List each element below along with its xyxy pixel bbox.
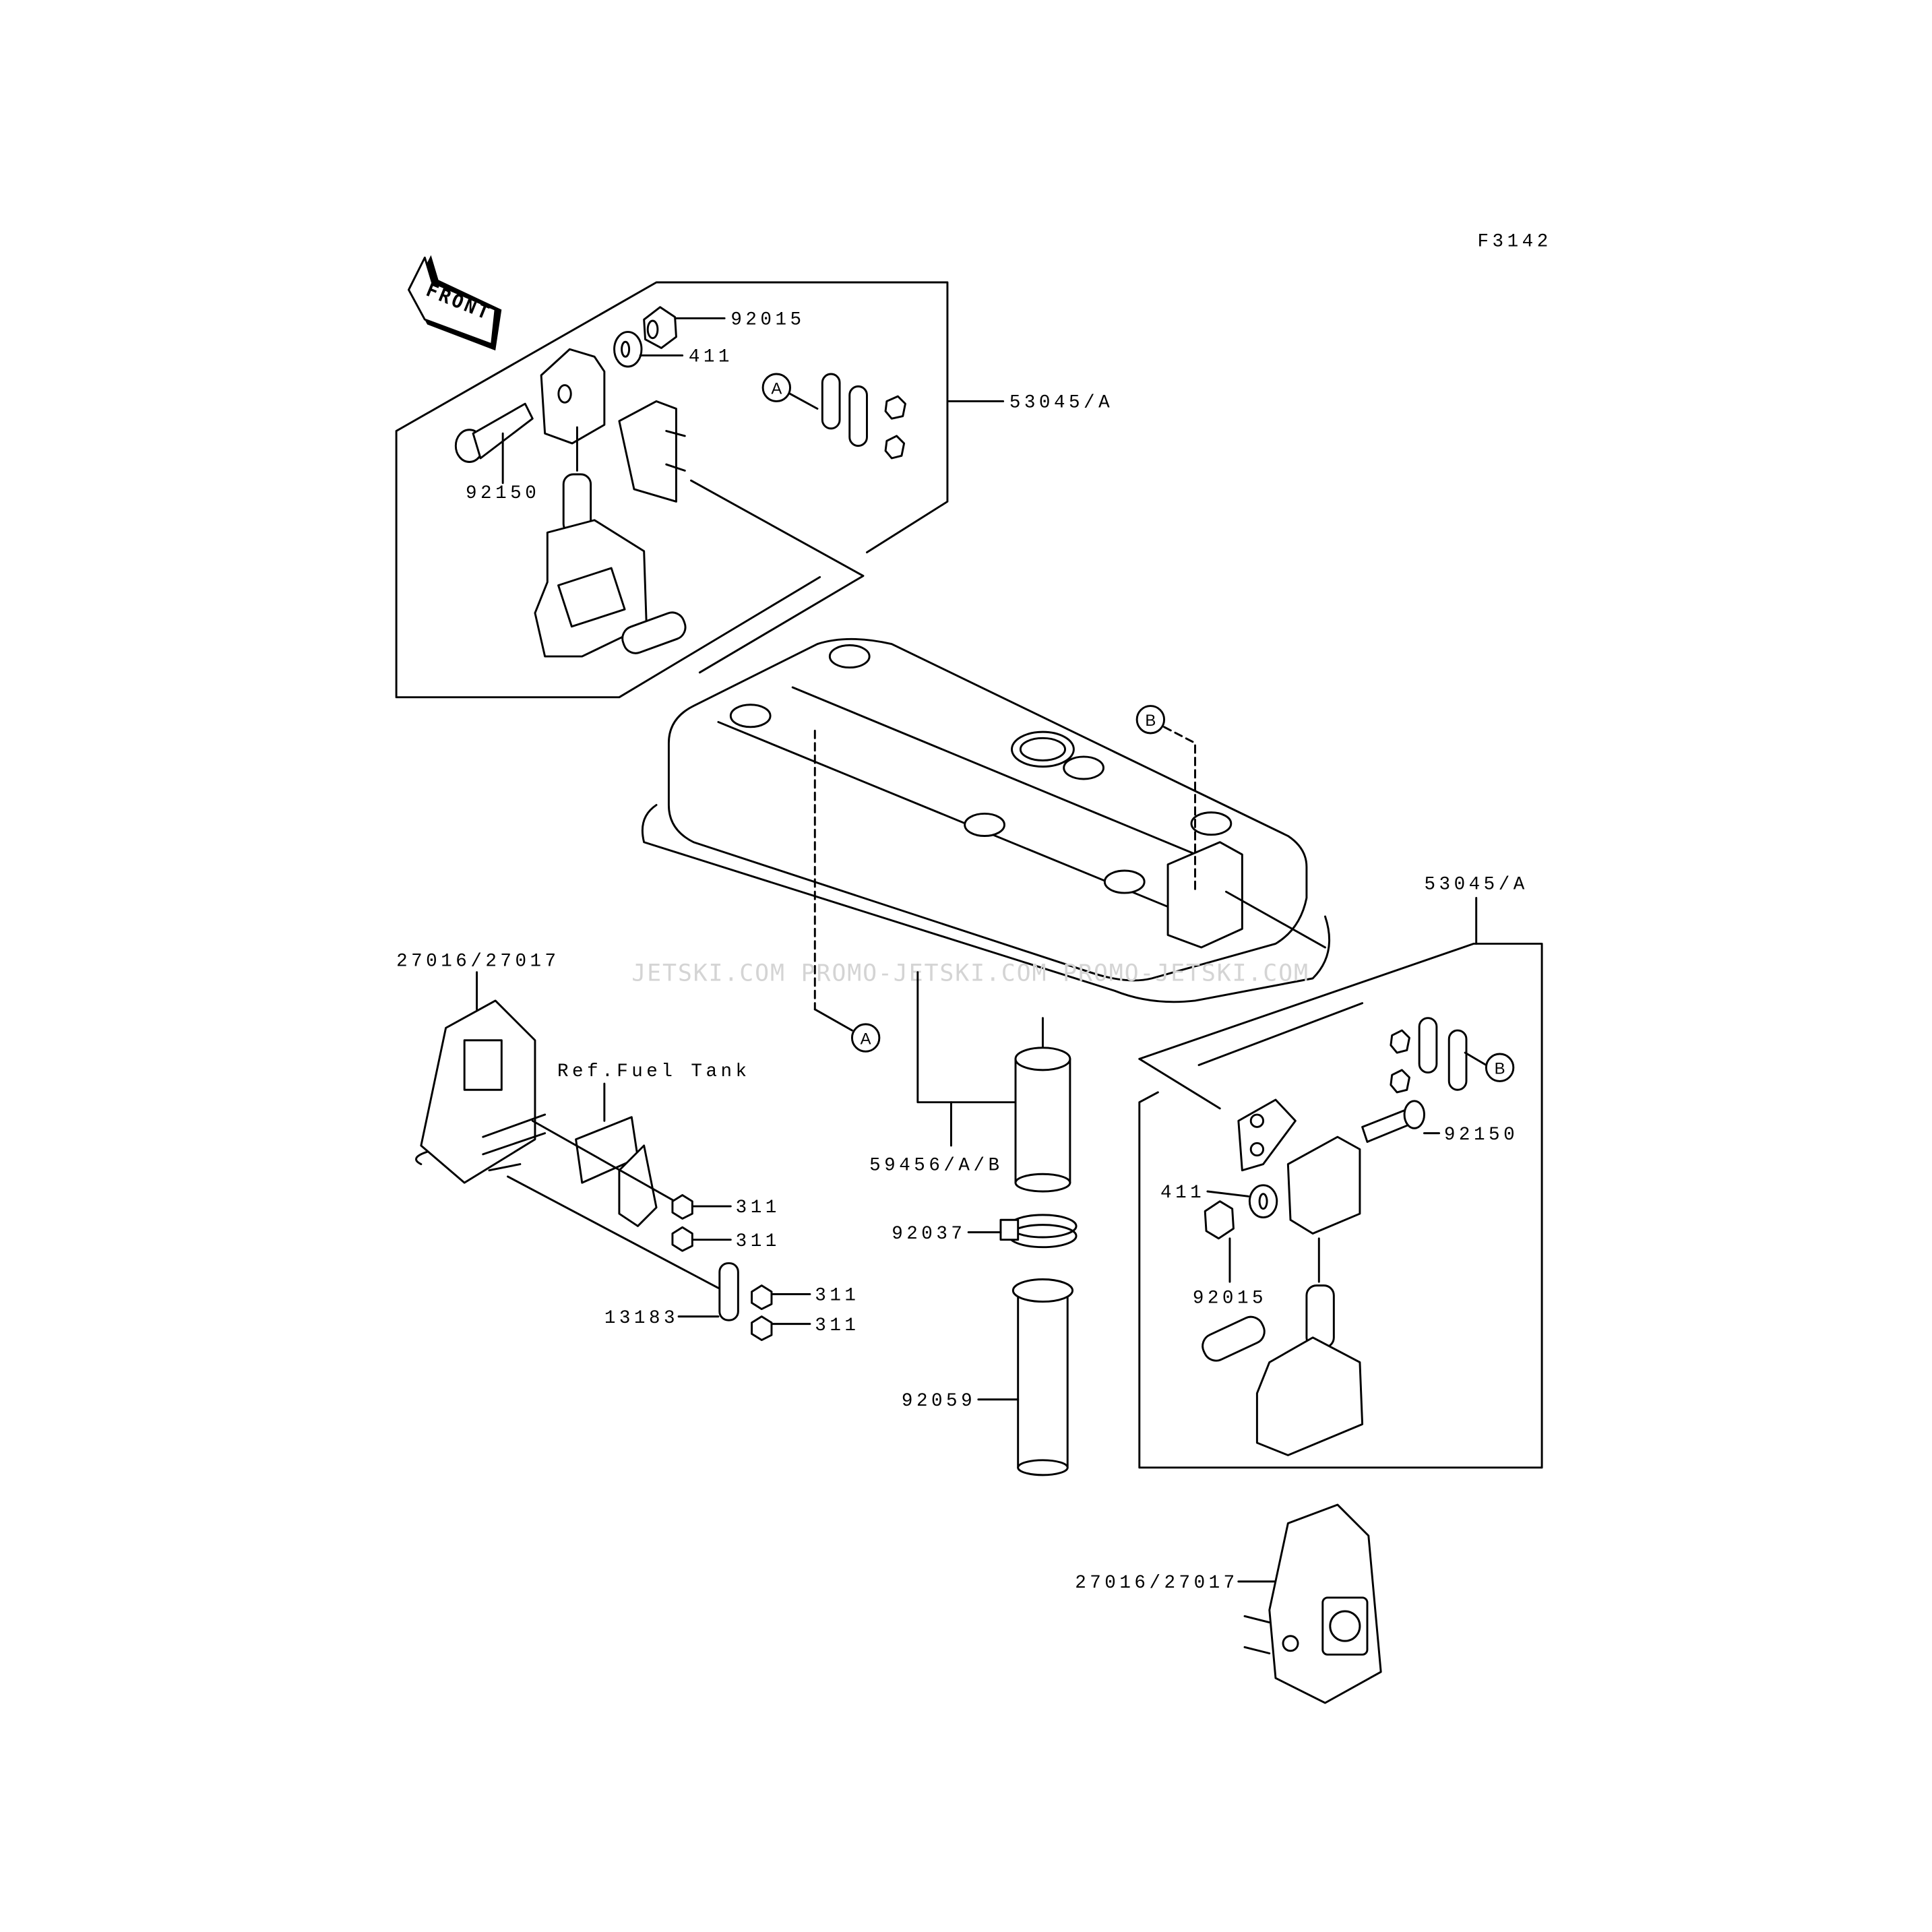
callout-a-label: A bbox=[771, 379, 782, 398]
nut-part bbox=[671, 1194, 773, 1341]
nut-part bbox=[1204, 1200, 1235, 1240]
callout-b bbox=[1135, 705, 1166, 735]
part-label: 92015 bbox=[730, 310, 805, 331]
pad-part bbox=[1243, 1503, 1382, 1704]
clamp-part bbox=[999, 1214, 1078, 1249]
part-label: 53045/A bbox=[1009, 393, 1113, 414]
part-label: 92150 bbox=[1444, 1125, 1518, 1146]
kit-box-right bbox=[1138, 942, 1543, 1469]
stud-plate-part bbox=[1237, 1098, 1297, 1172]
callout-a bbox=[850, 1023, 881, 1053]
mount-bracket-part bbox=[534, 473, 687, 658]
callout-b-label: B bbox=[1145, 712, 1156, 730]
fuel-tank-hull bbox=[641, 637, 1331, 1003]
part-label: 92037 bbox=[892, 1224, 966, 1245]
part-label: 92150 bbox=[466, 483, 540, 504]
bolt-part bbox=[454, 402, 534, 463]
bracket-part bbox=[540, 348, 606, 445]
washer-part bbox=[1248, 1184, 1278, 1219]
pad-part bbox=[415, 999, 547, 1184]
plate-part bbox=[718, 1262, 739, 1321]
callout-b bbox=[1485, 1053, 1515, 1082]
part-label: 27016/27017 bbox=[396, 952, 560, 972]
mount-bracket-part bbox=[1202, 1237, 1364, 1456]
part-label: 27016/27017 bbox=[1075, 1573, 1239, 1594]
callout-a bbox=[761, 373, 791, 402]
hose-part bbox=[1014, 1047, 1071, 1193]
part-label: 311 bbox=[736, 1197, 780, 1218]
part-label: 411 bbox=[689, 347, 733, 368]
callout-a-label: A bbox=[861, 1030, 871, 1048]
part-label: 13183 bbox=[604, 1308, 679, 1329]
part-label: 411 bbox=[1160, 1183, 1205, 1204]
nut-part bbox=[643, 306, 677, 349]
bracket-part bbox=[1286, 1135, 1361, 1235]
part-label: 53045/A bbox=[1424, 875, 1528, 896]
part-label: 92059 bbox=[902, 1391, 976, 1412]
washer-part bbox=[613, 331, 643, 368]
watermark: JETSKI.COM PROMO-JETSKI.COM PROMO-JETSKI… bbox=[631, 960, 1309, 987]
part-label: 311 bbox=[815, 1315, 859, 1336]
figure-code: F3142 bbox=[1478, 232, 1552, 253]
part-label: 92015 bbox=[1193, 1288, 1267, 1309]
part-label: 311 bbox=[736, 1231, 780, 1252]
kit-box-top bbox=[395, 281, 949, 699]
tank-bracket-part bbox=[575, 1116, 658, 1227]
part-label: 59456/A/B bbox=[869, 1156, 1003, 1177]
ref-fuel-tank-label: Ref.Fuel Tank bbox=[557, 1061, 751, 1082]
callout-b-label: B bbox=[1495, 1059, 1505, 1078]
part-label: 311 bbox=[815, 1286, 859, 1307]
link-plates bbox=[821, 373, 906, 460]
tube-part bbox=[1011, 1278, 1074, 1476]
stud-plate-part bbox=[618, 400, 686, 503]
link-plates bbox=[1390, 1017, 1468, 1094]
bolt-part bbox=[1361, 1100, 1425, 1143]
